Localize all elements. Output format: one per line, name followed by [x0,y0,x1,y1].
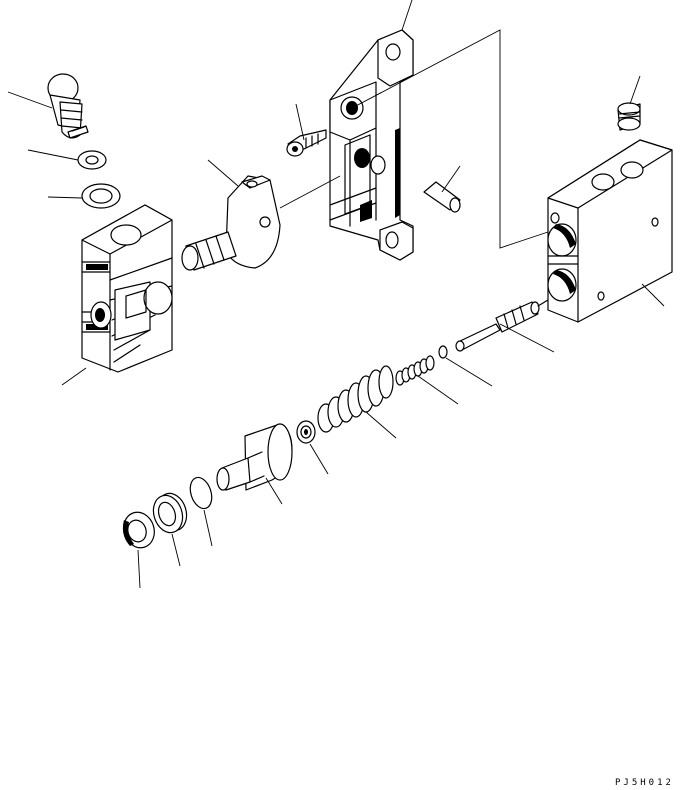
spring-seat [296,420,316,444]
leader-spring-seat [309,443,329,475]
bushing [152,492,188,534]
retainer-ring [438,345,448,359]
leader-plunger-cap [7,91,53,109]
leader-pin [441,165,461,193]
leader-plug [629,75,641,105]
drawing-code: PJ5H012 [615,778,674,788]
leader-bushing [171,533,181,567]
leader-small-spring [417,375,459,405]
assembly-line-housing [351,29,549,249]
large-spring [317,365,394,433]
pin [423,181,461,213]
washer [77,150,107,170]
leader-piston [265,477,283,505]
assembly-line-lever [279,175,341,209]
leader-washer [27,149,79,161]
end-cover [81,204,173,373]
leader-valve-body [641,283,665,307]
leader-lever [207,159,239,187]
leader-bolt [295,103,305,141]
spool [455,299,549,352]
plunger-cap [47,73,89,139]
leader-spool [499,323,555,353]
leader-o-ring [203,509,213,547]
cover-ring [122,511,155,549]
valve-body [547,139,673,323]
upper-housing [329,29,414,261]
bolt [286,129,327,157]
leader-cover-ring [137,549,141,589]
o-ring [189,476,213,510]
plug [617,102,641,131]
seal-ring [81,183,121,209]
leader-seal-ring [47,196,83,199]
small-spring [395,355,435,386]
leader-retainer-ring [445,357,493,387]
piston [216,423,293,491]
leader-large-spring [365,411,397,439]
leader-housing [401,0,413,31]
leader-end-cover [61,367,87,386]
lever [181,175,281,271]
